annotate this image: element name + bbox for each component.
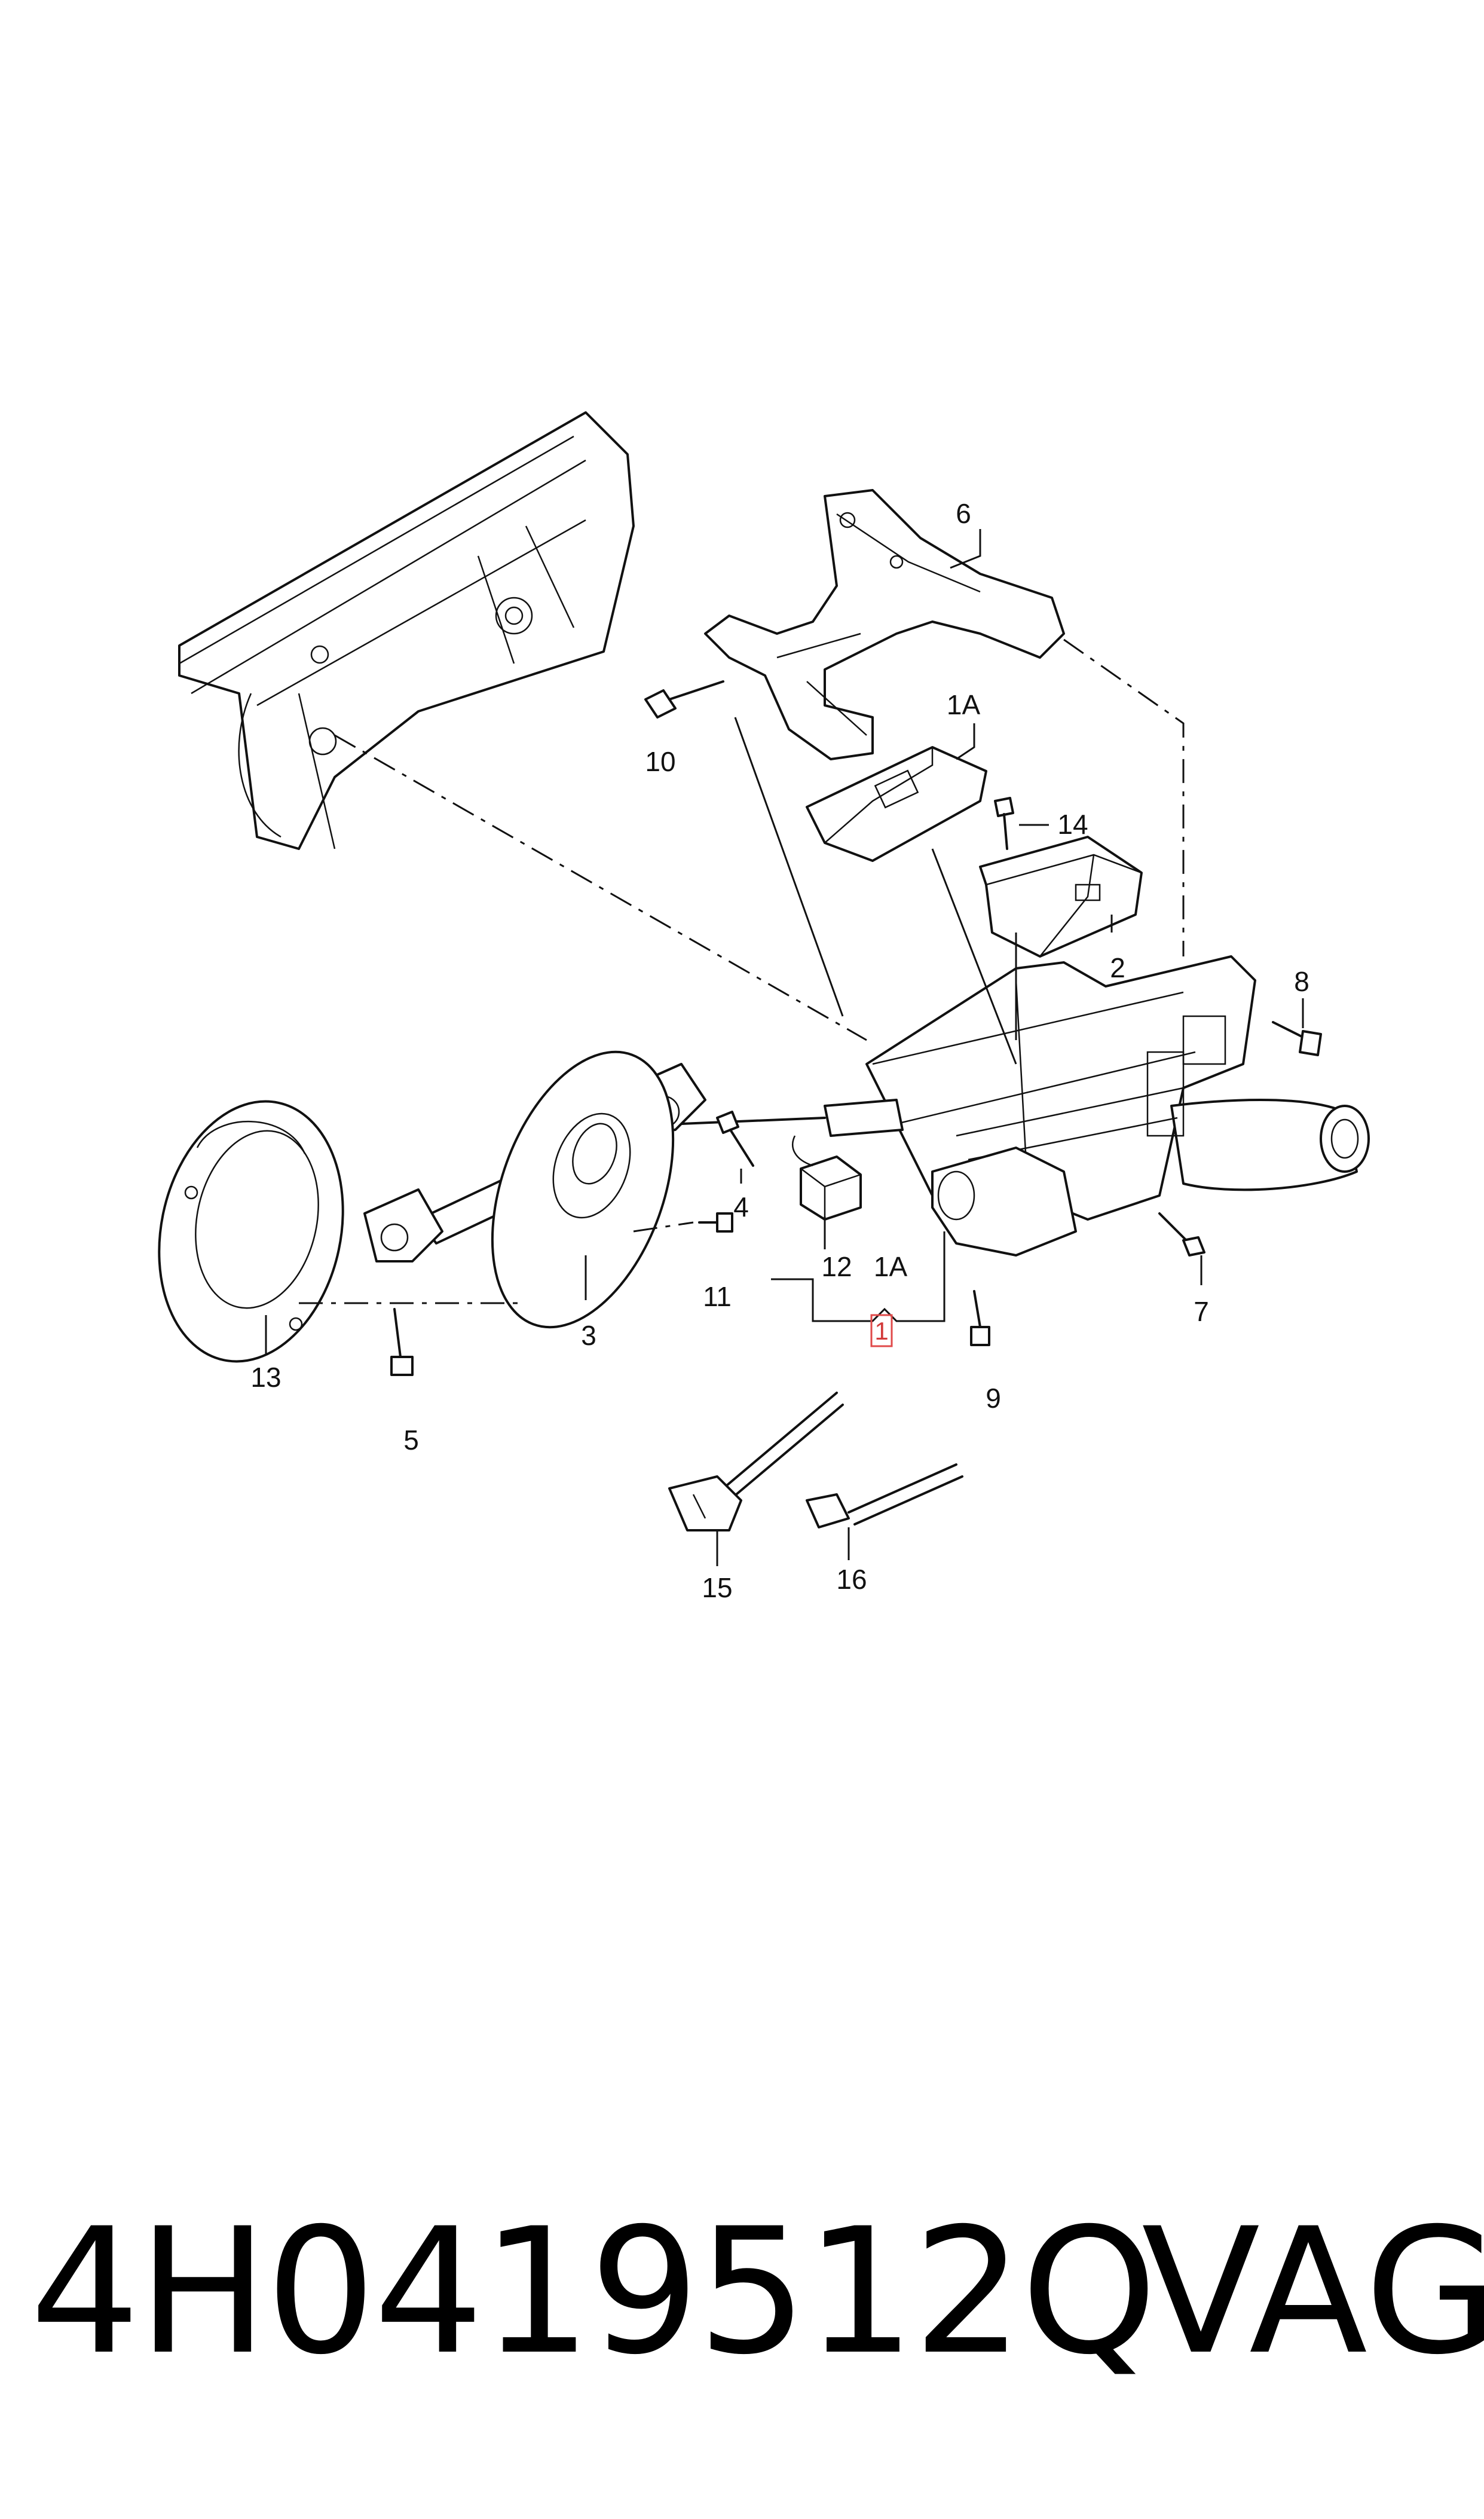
callout-7: 7	[1194, 1296, 1209, 1327]
seal-plate	[158, 1100, 344, 1363]
bolt-9	[970, 1290, 990, 1346]
cable-tie-15	[668, 1392, 844, 1531]
callout-3: 3	[581, 1320, 596, 1351]
bolt-5	[390, 1308, 414, 1376]
callout-12: 12	[821, 1251, 852, 1282]
bolt-8	[1272, 1021, 1322, 1056]
part-number: 4H0419512Q	[30, 2191, 1157, 2393]
assembly-dashed-lines	[299, 638, 1185, 1304]
adjustment-motor	[931, 1147, 1077, 1257]
callout-9: 9	[986, 1383, 1001, 1414]
callout-5: 5	[403, 1424, 419, 1456]
callout-6: 6	[956, 498, 971, 529]
firewall-panel	[178, 411, 635, 850]
bolt-10	[644, 680, 724, 719]
callout-8: 8	[1294, 966, 1309, 997]
brand-name: VAG	[1142, 2191, 1484, 2393]
intermediate-shaft	[680, 1099, 904, 1137]
cross-member-bracket	[704, 489, 1065, 760]
steering-column	[865, 955, 1370, 1221]
callout-1a-top: 1A	[947, 689, 981, 720]
callout-1-box	[870, 1314, 893, 1347]
control-module-2	[979, 836, 1143, 958]
callout-14: 14	[1057, 809, 1088, 840]
boot-seal	[491, 1050, 675, 1329]
callout-1: 1	[874, 1317, 888, 1345]
callout-1a-bottom: 1A	[874, 1251, 908, 1282]
callout-2: 2	[1110, 952, 1125, 983]
bolt-11	[698, 1212, 733, 1233]
bolts	[390, 680, 1322, 1376]
cable-tie-16	[806, 1463, 963, 1528]
callout-labels: 6 1A 10 14 2 8 4 11 3 13 5 12 1A 1 7 9 1…	[250, 498, 1309, 1603]
callout-10: 10	[645, 746, 675, 777]
bolt-7	[1158, 1212, 1205, 1257]
callout-16: 16	[836, 1564, 867, 1595]
control-module-upper	[806, 746, 987, 862]
connector-12	[792, 1135, 862, 1221]
callout-13: 13	[250, 1362, 281, 1393]
callout-4: 4	[733, 1191, 749, 1222]
bolt-4	[716, 1111, 754, 1167]
callout-15: 15	[702, 1572, 732, 1603]
bolt-14	[994, 797, 1014, 850]
callout-11: 11	[703, 1281, 732, 1312]
